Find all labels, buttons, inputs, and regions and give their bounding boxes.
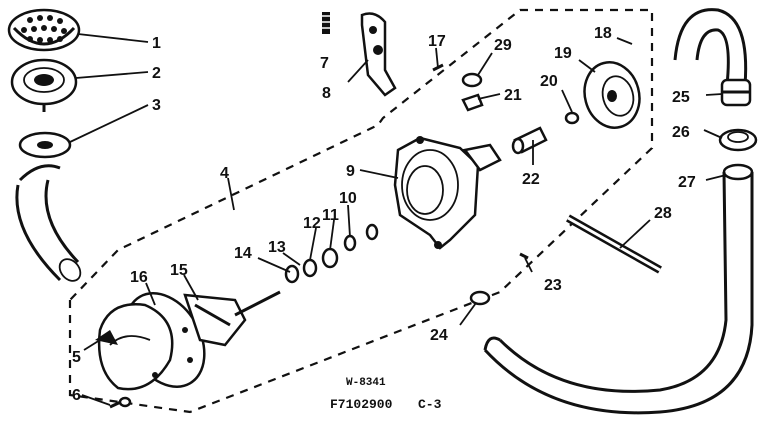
callout-29: 29	[494, 37, 512, 54]
callout-8: 8	[322, 85, 331, 102]
part-number: F7102900	[330, 397, 393, 412]
callout-6: 6	[72, 387, 81, 404]
small-parts	[432, 63, 580, 155]
callout-27: 27	[678, 174, 696, 191]
callout-5: 5	[72, 349, 81, 366]
impeller	[183, 290, 281, 347]
filter-housing	[10, 58, 78, 112]
callout-22: 22	[522, 171, 540, 188]
spring	[322, 12, 330, 34]
callout-26: 26	[672, 124, 690, 141]
callout-10: 10	[339, 190, 357, 207]
callout-11: 11	[322, 207, 339, 224]
callout-25: 25	[672, 89, 690, 106]
callout-28: 28	[654, 205, 672, 222]
pulley	[583, 61, 641, 129]
callout-1: 1	[152, 35, 161, 52]
callout-9: 9	[346, 163, 355, 180]
callout-16: 16	[130, 269, 148, 286]
callout-15: 15	[170, 262, 188, 279]
assembly-boundary	[68, 8, 654, 414]
callout-7: 7	[320, 55, 329, 72]
callout-21: 21	[504, 87, 522, 104]
callout-23: 23	[544, 277, 562, 294]
strainer-cap	[7, 8, 81, 52]
callout-14: 14	[234, 245, 252, 262]
gasket	[18, 131, 72, 159]
callout-20: 20	[540, 73, 558, 90]
callout-19: 19	[554, 45, 572, 62]
pump-body	[393, 136, 502, 250]
callout-labels: 1 2 3 4 5 6 7 8 9 10 11 12 13 14 15 16 1…	[72, 25, 696, 404]
drain-hose	[483, 163, 754, 415]
callout-24: 24	[430, 327, 448, 344]
fittings	[469, 252, 529, 306]
seal-stack	[284, 223, 379, 284]
hose-clamp	[718, 128, 758, 152]
callout-12: 12	[303, 215, 321, 232]
drawing-code: W-8341	[346, 377, 386, 389]
rod	[566, 214, 662, 274]
callout-2: 2	[152, 65, 161, 82]
mounting-bracket	[360, 12, 397, 97]
screw	[109, 396, 132, 409]
callout-17: 17	[428, 33, 446, 50]
callout-18: 18	[594, 25, 612, 42]
inlet-hose	[15, 164, 82, 282]
j-hose	[673, 8, 752, 107]
callout-13: 13	[268, 239, 286, 256]
section-code: C-3	[418, 397, 442, 412]
callout-3: 3	[152, 97, 161, 114]
leader-lines	[69, 33, 727, 406]
callout-4: 4	[220, 165, 229, 182]
